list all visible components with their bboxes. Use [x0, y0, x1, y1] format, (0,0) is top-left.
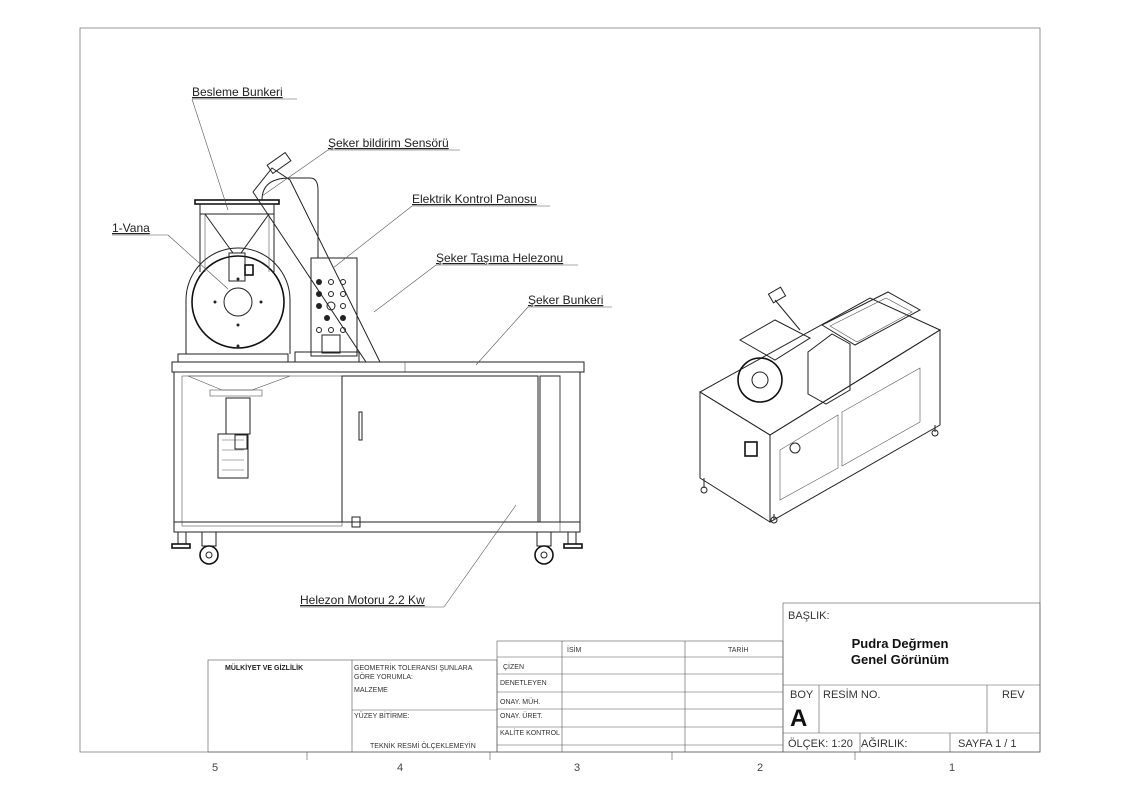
row-checked: DENETLEYEN [500, 680, 547, 687]
callout-besleme-bunkeri: Besleme Bunkeri [192, 85, 283, 99]
drawing-title-line1: Pudra Değrmen [852, 636, 949, 651]
title-label: BAŞLIK: [788, 610, 830, 622]
zone-5: 5 [212, 762, 218, 774]
callout-elektrik-kontrol-panosu: Elektrik Kontrol Panosu [412, 192, 537, 206]
callout-helezon-motoru: Helezon Motoru 2.2 Kw [300, 593, 425, 607]
do-not-scale-label: TEKNİK RESMİ ÖLÇEKLEMEYİN [370, 741, 476, 750]
row-drawn: ÇİZEN [503, 662, 524, 671]
callout-seker-bunkeri: Şeker Bunkeri [528, 293, 603, 307]
tolerance-label-2: GÖRE YORUMLA: [354, 673, 413, 681]
col-name-header: İSİM [567, 645, 582, 654]
row-mfg-approval: ONAY. ÜRET. [500, 712, 543, 720]
drawing-number-label: RESİM NO. [823, 688, 880, 701]
title-block-left [207, 659, 498, 753]
weight-label: AĞIRLIK: [861, 737, 907, 750]
isometric-view [699, 286, 942, 524]
surface-finish-label: YÜZEY BİTİRME: [354, 711, 410, 720]
callout-seker-tasima-helezonu: Şeker Taşıma Helezonu [436, 251, 563, 265]
zone-1: 1 [949, 762, 955, 774]
row-quality: KALİTE KONTROL [500, 728, 560, 737]
callout-vana: 1-Vana [112, 221, 150, 235]
ownership-label: MÜLKİYET VE GİZLİLİK [225, 663, 303, 672]
zone-4: 4 [397, 762, 403, 774]
callout-leaders [112, 98, 612, 608]
sheet-label: SAYFA 1 / 1 [958, 738, 1017, 750]
front-view [171, 151, 585, 565]
revision-label: REV [1002, 689, 1025, 701]
size-label: BOY [790, 689, 814, 701]
drawing-title-line2: Genel Görünüm [851, 652, 949, 667]
callout-seker-bildirim-sensoru: Şeker bildirim Sensörü [328, 136, 449, 150]
scale-label: ÖLÇEK: 1:20 [788, 738, 853, 750]
row-eng-approval: ONAY. MÜH. [500, 698, 540, 706]
size-value: A [790, 705, 807, 732]
col-date-header: TARİH [728, 645, 748, 654]
tolerance-label-1: GEOMETRİK TOLERANSI ŞUNLARA [354, 663, 473, 672]
zone-3: 3 [574, 762, 580, 774]
material-label: MALZEME [354, 687, 388, 694]
title-block-right [782, 602, 1041, 753]
zone-2: 2 [757, 762, 763, 774]
approval-table [496, 640, 784, 753]
